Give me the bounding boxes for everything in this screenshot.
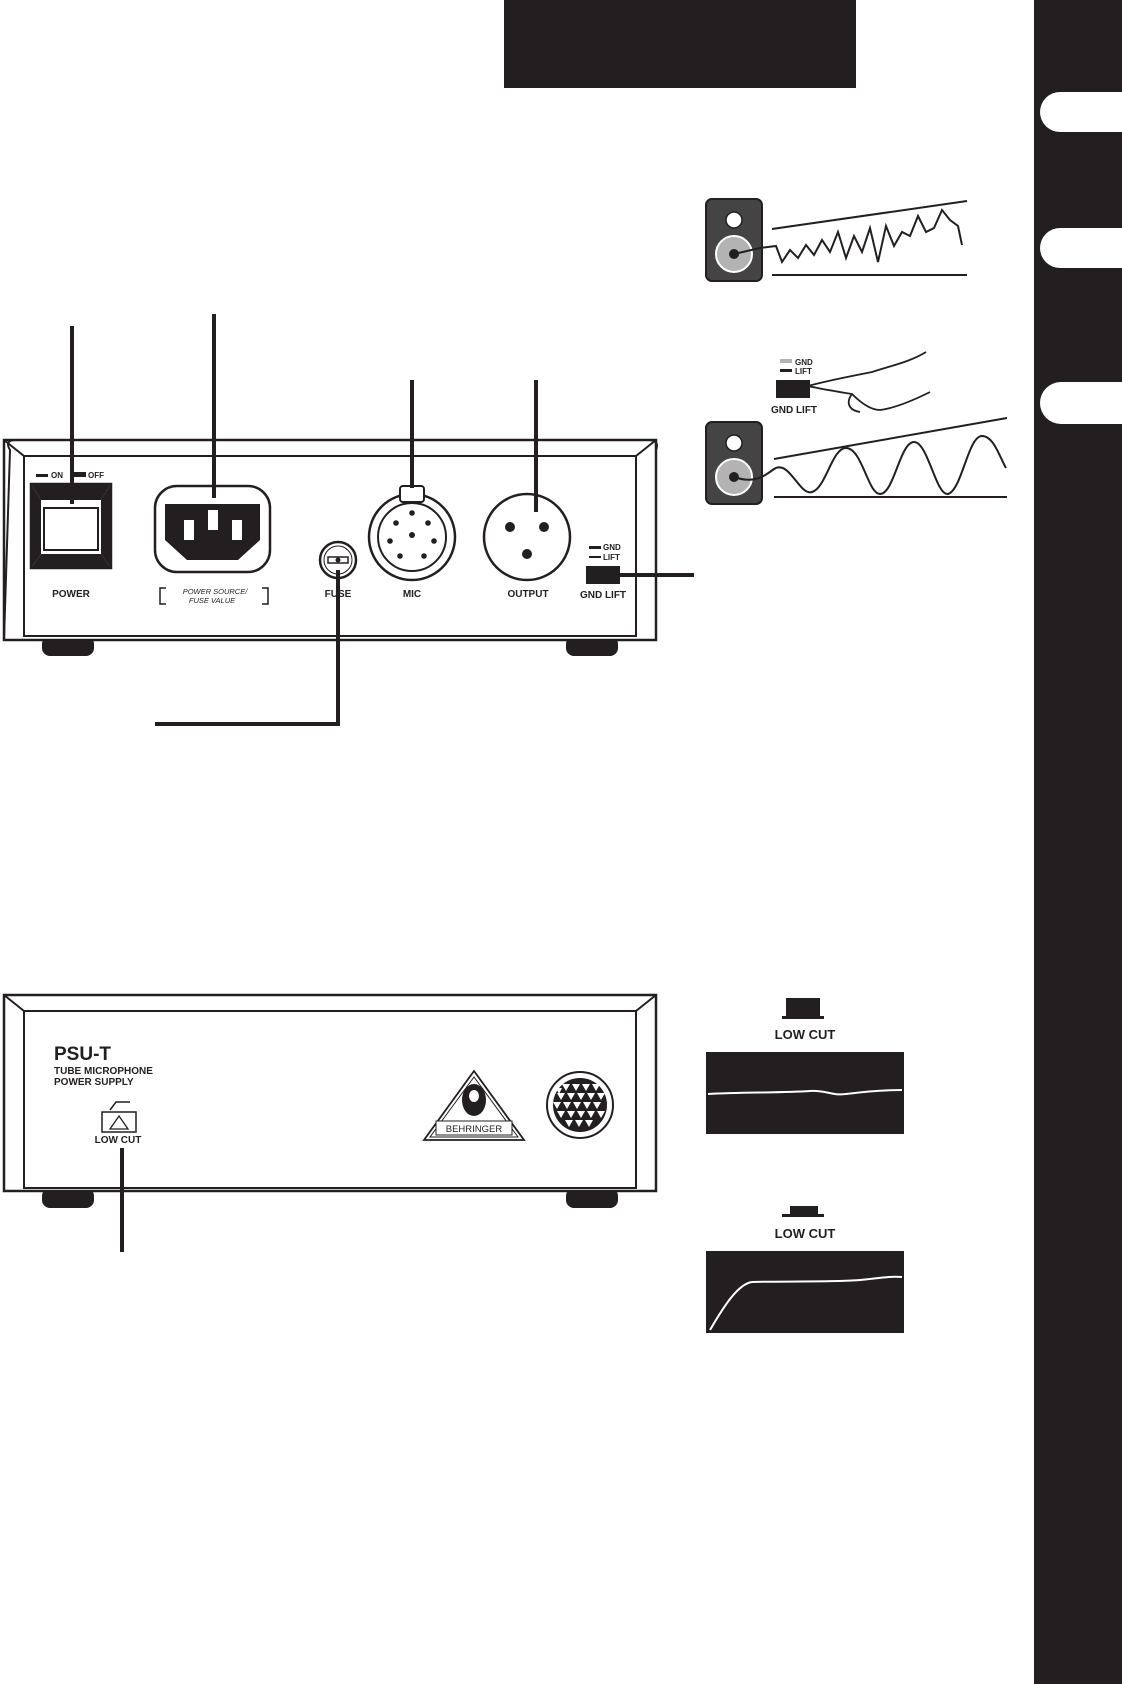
output-xlr[interactable] — [482, 492, 572, 582]
mic-label: MIC — [403, 589, 421, 600]
low-cut-off-illustration: LOW CUT — [706, 998, 904, 1134]
output-label: OUTPUT — [507, 589, 548, 600]
brand-logo: BEHRINGER — [422, 1069, 526, 1141]
power-on-legend: ON — [51, 471, 63, 480]
front-foot-right — [566, 1188, 618, 1208]
front-panel: PSU-T TUBE MICROPHONE POWER SUPPLY LOW C… — [2, 993, 658, 1252]
side-tab-1[interactable] — [1040, 92, 1122, 132]
low-cut-off-label: LOW CUT — [775, 1027, 836, 1042]
rear-panel: ON OFF POWER POWER SOURCE/ FUSE VALUE FU… — [2, 314, 694, 726]
lift-legend-mark — [589, 556, 601, 558]
lift-legend: LIFT — [603, 553, 620, 562]
gnd-legend: GND — [603, 543, 621, 552]
header-block — [504, 0, 856, 88]
gnd-lift-switch[interactable] — [586, 566, 620, 584]
power-label: POWER — [52, 589, 91, 600]
side-tab-strip — [1034, 0, 1122, 1684]
power-switch[interactable] — [29, 482, 113, 570]
low-cut-label: LOW CUT — [95, 1135, 142, 1146]
mic-socket[interactable] — [367, 485, 457, 582]
lift-legend-mark-2 — [780, 369, 792, 372]
hum-illustration — [705, 198, 968, 282]
gnd-lift-label: GND LIFT — [580, 590, 626, 601]
lift-legend-2: LIFT — [795, 367, 812, 376]
low-cut-button-down — [790, 1206, 818, 1214]
off-legend-mark — [74, 472, 86, 477]
gnd-legend-mark — [589, 546, 601, 549]
ac-inlet[interactable] — [153, 484, 272, 574]
side-tab-2[interactable] — [1040, 228, 1122, 268]
front-foot-left — [42, 1188, 94, 1208]
gnd-legend-mark-2 — [780, 359, 792, 363]
low-cut-button-up — [786, 998, 820, 1018]
clean-illustration: GND LIFT GND LIFT — [705, 351, 1008, 505]
on-legend-mark — [36, 474, 48, 477]
noise-waveform — [733, 208, 963, 265]
low-cut-switch[interactable] — [101, 1111, 137, 1133]
manual-diagram: ON OFF POWER POWER SOURCE/ FUSE VALUE FU… — [2, 198, 1008, 1333]
low-cut-on-illustration: LOW CUT — [706, 1206, 904, 1333]
gnd-legend-2: GND — [795, 358, 813, 367]
low-cut-on-label: LOW CUT — [775, 1226, 836, 1241]
vent-grille — [546, 1071, 614, 1139]
callout-fuse — [155, 570, 340, 726]
hand-drawing — [807, 351, 931, 413]
brand-text: BEHRINGER — [446, 1124, 503, 1135]
model-name: PSU-T — [54, 1044, 111, 1065]
power-source-label-1: POWER SOURCE/ — [183, 587, 249, 596]
lowcut-response-graph — [706, 1251, 904, 1333]
clean-waveform — [733, 434, 1007, 496]
power-source-label-2: FUSE VALUE — [189, 596, 236, 605]
model-subtitle-2: POWER SUPPLY — [54, 1077, 134, 1088]
gnd-lift-label-2: GND LIFT — [771, 405, 817, 416]
low-cut-symbol — [109, 1101, 130, 1111]
side-tab-3[interactable] — [1040, 382, 1122, 424]
model-subtitle-1: TUBE MICROPHONE — [54, 1066, 153, 1077]
gnd-lift-switch-illus — [776, 380, 810, 398]
power-off-legend: OFF — [88, 471, 104, 480]
